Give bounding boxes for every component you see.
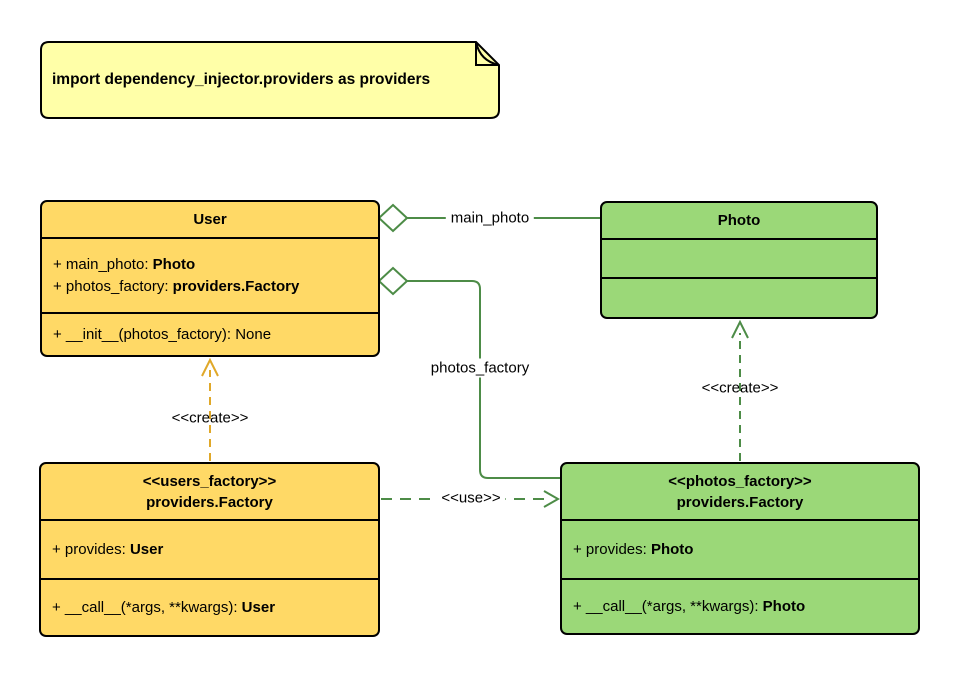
edge-label-main-photo: main_photo [445, 208, 535, 228]
class-photo: Photo [600, 201, 878, 319]
note-fold-icon [475, 41, 500, 66]
method-call: + __call__(*args, **kwargs): Photo [573, 597, 806, 615]
class-user-title: User [193, 211, 227, 228]
arrowhead-icon [731, 319, 749, 339]
class-name-label: providers.Factory [676, 493, 804, 511]
aggregation-diamond-icon [377, 266, 409, 296]
attribute-main-photo: + main_photo: Photo [53, 255, 196, 273]
stereotype-label: <<photos_factory>> [668, 472, 812, 490]
edge-label-use: <<use>> [436, 488, 506, 508]
class-users-factory-attributes: + provides: User [41, 519, 378, 578]
attribute-photos-factory: + photos_factory: providers.Factory [53, 277, 300, 295]
class-photos-factory: <<photos_factory>> providers.Factory + p… [560, 462, 920, 635]
method-init: + __init__(photos_factory): None [53, 325, 272, 343]
edge-label-create-user: <<create>> [171, 409, 249, 427]
attribute-provides: + provides: User [52, 540, 164, 558]
attribute-provides: + provides: Photo [573, 540, 694, 558]
class-name-label: providers.Factory [146, 493, 273, 511]
note-shape [40, 41, 500, 119]
edge-label-create-photo: <<create>> [701, 379, 779, 397]
aggregation-diamond-icon [377, 203, 409, 233]
stereotype-label: <<users_factory>> [142, 472, 277, 490]
class-photo-attributes [602, 238, 876, 277]
class-photos-factory-methods: + __call__(*args, **kwargs): Photo [562, 578, 918, 633]
class-users-factory-methods: + __call__(*args, **kwargs): User [41, 578, 378, 635]
class-photo-methods [602, 277, 876, 317]
class-users-factory-title: <<users_factory>> providers.Factory [41, 464, 378, 519]
method-call: + __call__(*args, **kwargs): User [52, 598, 276, 616]
class-users-factory: <<users_factory>> providers.Factory + pr… [39, 462, 380, 637]
note-text: import dependency_injector.providers as … [52, 71, 431, 88]
edge-label-photos-factory: photos_factory [425, 358, 535, 378]
class-photos-factory-attributes: + provides: Photo [562, 519, 918, 578]
class-photos-factory-title: <<photos_factory>> providers.Factory [562, 464, 918, 519]
class-user-methods: + __init__(photos_factory): None [42, 312, 378, 355]
class-user: User + main_photo: Photo + photos_factor… [40, 200, 380, 357]
import-note: import dependency_injector.providers as … [40, 41, 500, 119]
class-photo-title: Photo [717, 212, 761, 229]
arrowhead-icon [201, 357, 219, 377]
class-user-attributes: + main_photo: Photo + photos_factory: pr… [42, 237, 378, 312]
arrowhead-icon [543, 490, 561, 508]
